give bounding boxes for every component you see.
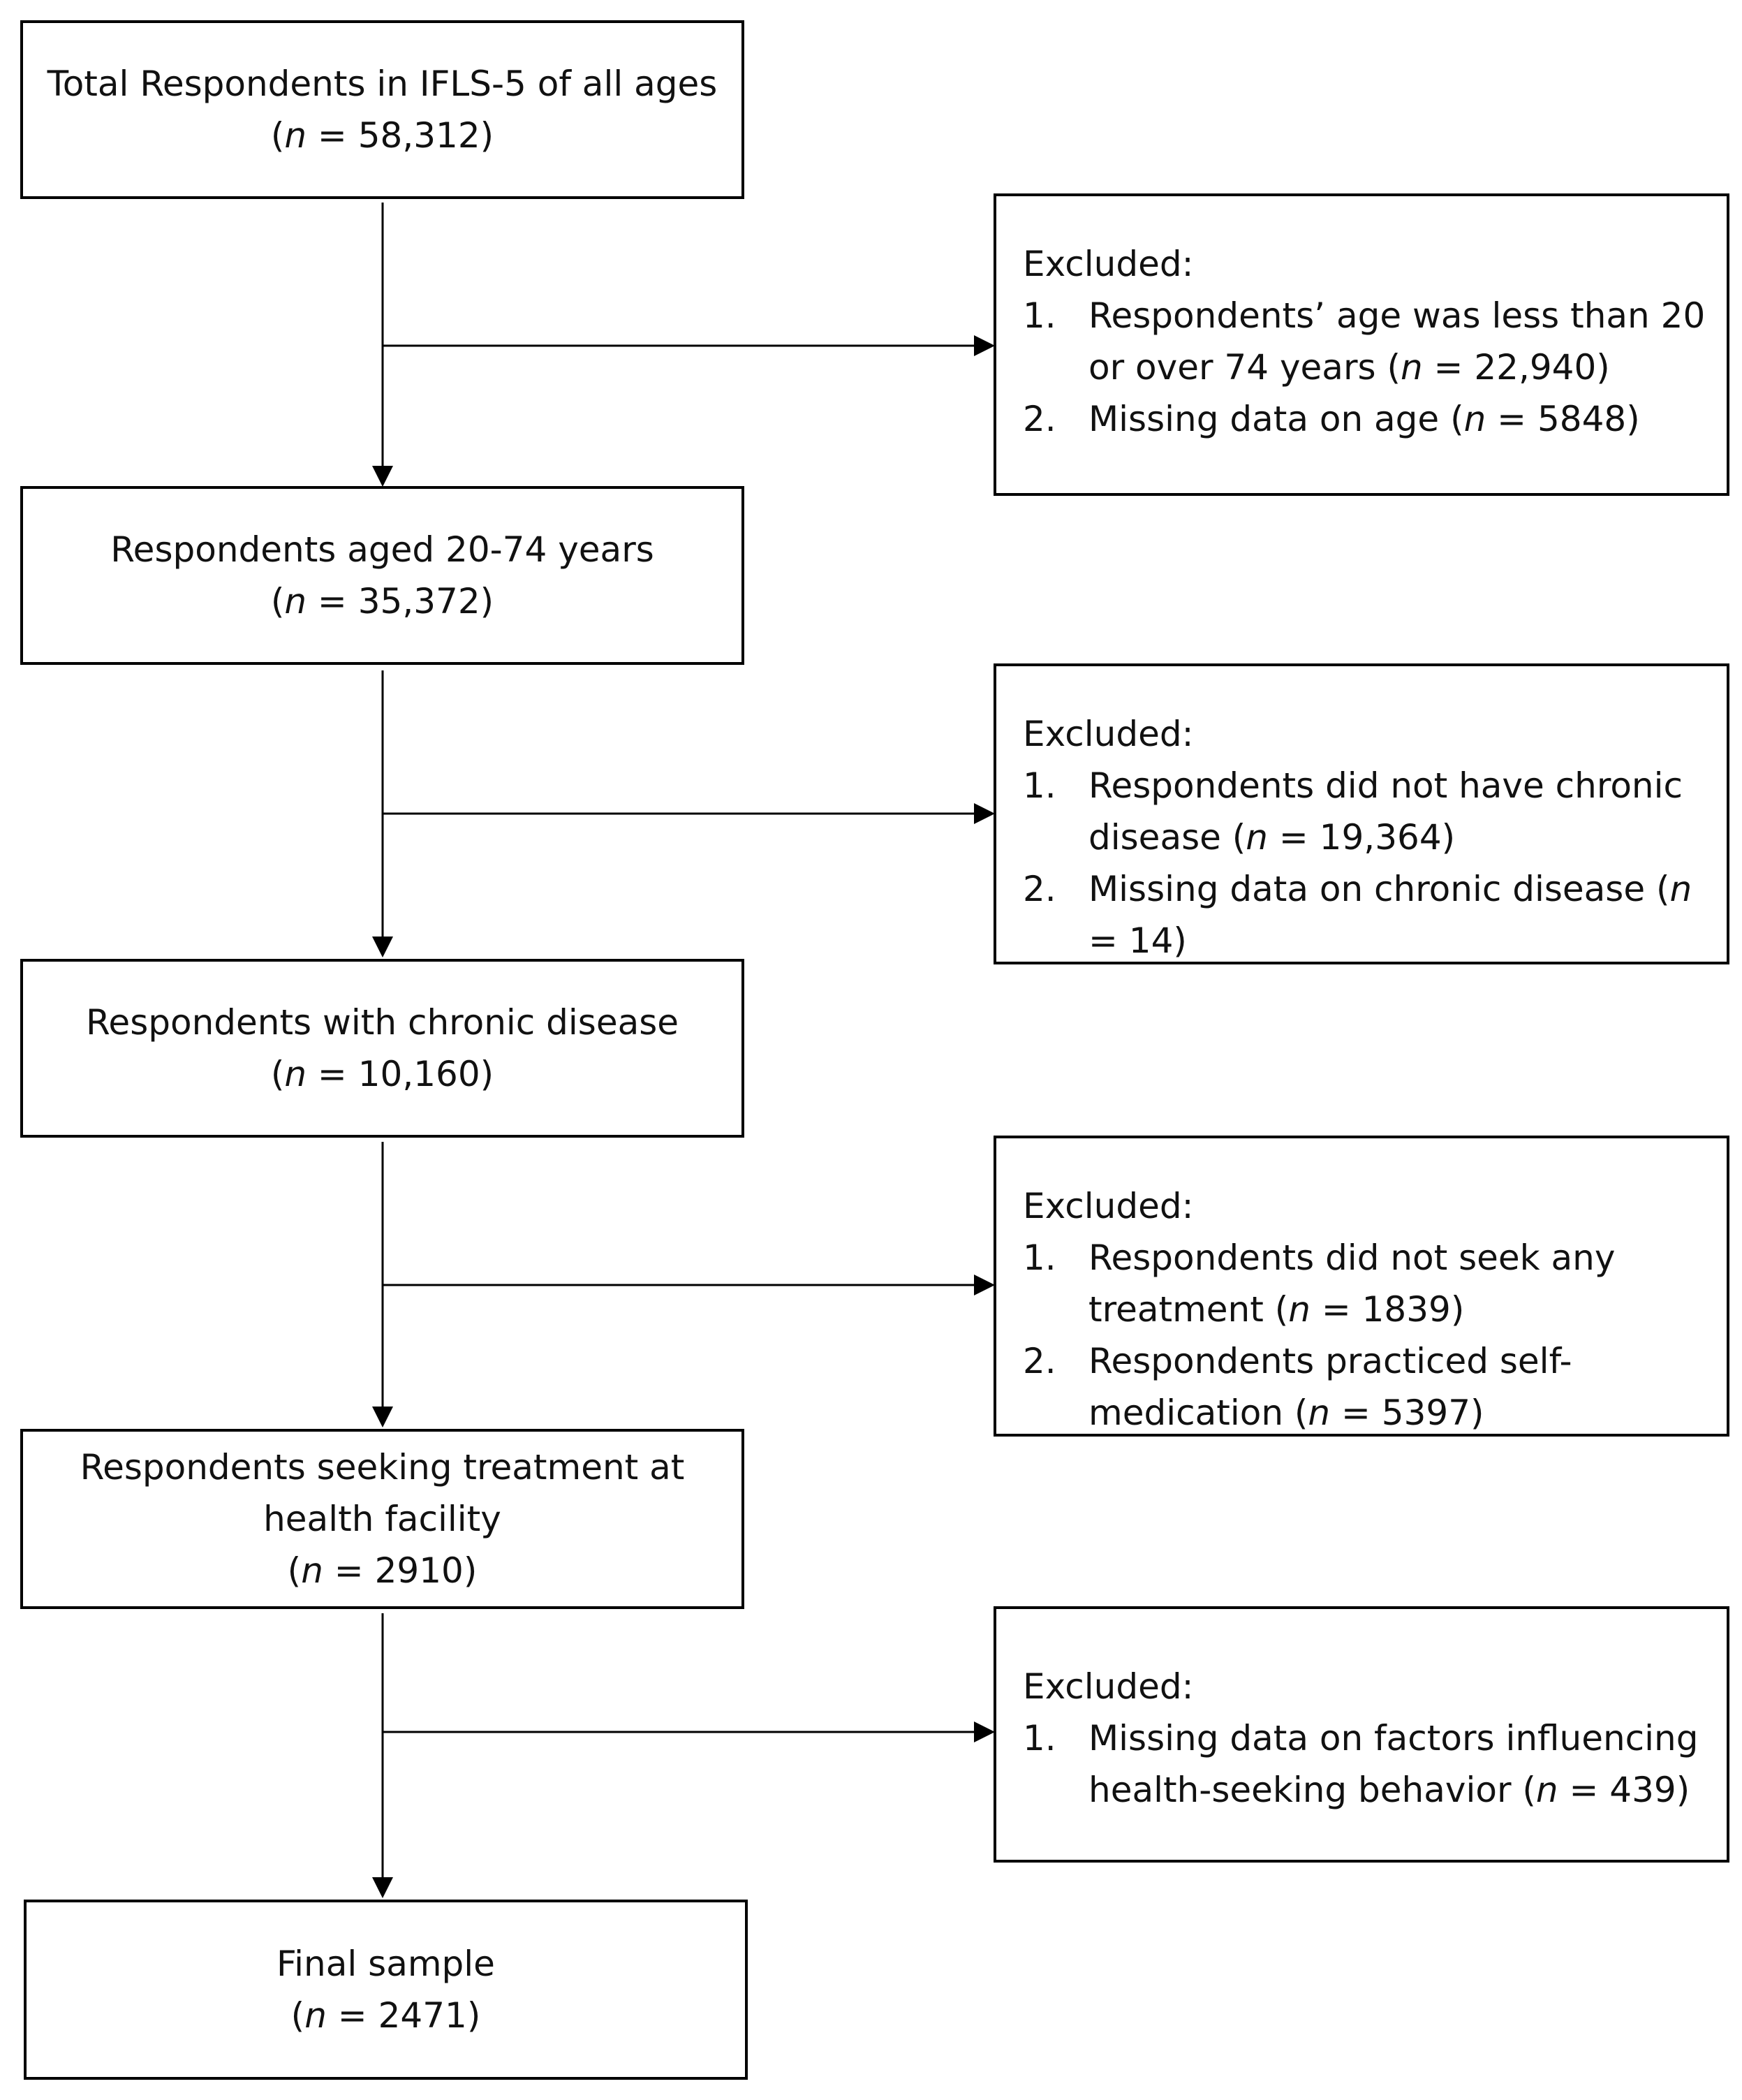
box-title: Final sample (276, 1944, 495, 1984)
box-count: (n = 58,312) (270, 115, 494, 156)
exclusion-item: 1. Respondents’ age was less than 20 or o… (1023, 290, 1713, 393)
exclusion-box-3: Excluded: 1. Respondents did not seek any… (994, 1136, 1729, 1437)
box-health-facility: Respondents seeking treatment at health … (20, 1429, 744, 1609)
item-text: Missing data on age (n = 5848) (1088, 399, 1640, 439)
exclusion-heading: Excluded: (1023, 714, 1194, 754)
box-total-respondents: Total Respondents in IFLS-5 of all ages … (20, 20, 744, 199)
item-number: 1. (1023, 1718, 1056, 1758)
box-title: Respondents aged 20-74 years (110, 529, 654, 570)
exclusion-box-2: Excluded: 1. Respondents did not have chr… (994, 663, 1729, 964)
item-number: 2. (1023, 869, 1056, 909)
exclusion-list: 1. Respondents did not seek any treatment… (1023, 1232, 1713, 1439)
item-text: Missing data on factors influencing heal… (1088, 1718, 1699, 1810)
item-number: 1. (1023, 765, 1056, 806)
exclusion-item: 1. Respondents did not have chronic disea… (1023, 760, 1713, 863)
item-text: Respondents practiced self-medication (n… (1088, 1341, 1572, 1433)
box-chronic-disease: Respondents with chronic disease (n = 10… (20, 959, 744, 1138)
exclusion-heading: Excluded: (1023, 244, 1194, 284)
exclusion-list: 1. Respondents did not have chronic disea… (1023, 760, 1713, 967)
box-aged-20-74: Respondents aged 20-74 years (n = 35,372… (20, 486, 744, 665)
exclusion-heading: Excluded: (1023, 1666, 1194, 1707)
exclusion-box-4: Excluded: 1. Missing data on factors infl… (994, 1606, 1729, 1863)
item-number: 1. (1023, 295, 1056, 336)
exclusion-item: 1. Respondents did not seek any treatment… (1023, 1232, 1713, 1335)
box-count: (n = 10,160) (270, 1054, 494, 1094)
box-title-line-2: health facility (263, 1499, 501, 1539)
item-text: Respondents’ age was less than 20 or ove… (1088, 295, 1706, 388)
box-final-sample: Final sample (n = 2471) (24, 1900, 748, 2080)
exclusion-item: 2. Missing data on age (n = 5848) (1023, 393, 1713, 445)
exclusion-box-1: Excluded: 1. Respondents’ age was less th… (994, 193, 1729, 496)
box-title-line-1: Respondents seeking treatment at (80, 1447, 685, 1488)
box-count: (n = 2910) (287, 1550, 478, 1591)
exclusion-list: 1. Respondents’ age was less than 20 or o… (1023, 290, 1713, 445)
box-title: Respondents with chronic disease (85, 1002, 679, 1043)
item-number: 2. (1023, 399, 1056, 439)
box-count: (n = 35,372) (270, 581, 494, 622)
item-number: 2. (1023, 1341, 1056, 1381)
exclusion-item: 2. Missing data on chronic disease (n = 1… (1023, 863, 1713, 967)
item-text: Missing data on chronic disease (n = 14) (1088, 869, 1692, 961)
exclusion-item: 2. Respondents practiced self-medication … (1023, 1335, 1713, 1439)
item-text: Respondents did not have chronic disease… (1088, 765, 1683, 858)
box-title: Total Respondents in IFLS-5 of all ages (47, 64, 718, 104)
exclusion-item: 1. Missing data on factors influencing he… (1023, 1712, 1713, 1816)
item-number: 1. (1023, 1238, 1056, 1278)
exclusion-list: 1. Missing data on factors influencing he… (1023, 1712, 1713, 1816)
box-count: (n = 2471) (290, 1995, 481, 2036)
exclusion-heading: Excluded: (1023, 1186, 1194, 1226)
item-text: Respondents did not seek any treatment (… (1088, 1238, 1616, 1330)
